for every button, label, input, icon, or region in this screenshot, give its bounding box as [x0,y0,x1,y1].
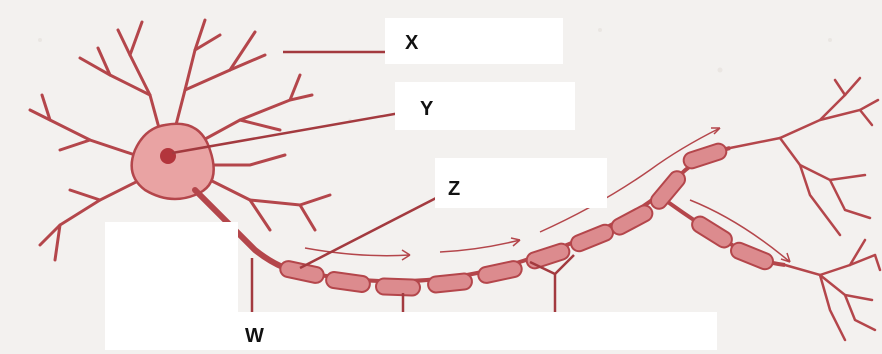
myelin-segment [682,142,729,171]
myelin-segment [569,222,616,253]
label-box-left [105,222,238,316]
label-box-z [435,158,607,208]
myelin-segment [325,271,371,293]
label-x: X [405,32,418,55]
myelin-segment [279,260,325,285]
axon-terminals-bottom [785,240,880,340]
myelin-segment [648,168,689,212]
myelin-segment [376,278,421,296]
myelin-segment [477,260,523,285]
myelin-segment [609,203,655,238]
axon-terminals-top [730,78,878,235]
label-z: Z [448,178,460,201]
leader-line-z [300,196,440,268]
label-box-bottom [105,312,717,350]
leader-line-y [172,113,400,153]
nucleus [160,148,176,164]
label-w: W [245,325,264,348]
label-y: Y [420,98,433,121]
myelin-segment [427,273,472,294]
